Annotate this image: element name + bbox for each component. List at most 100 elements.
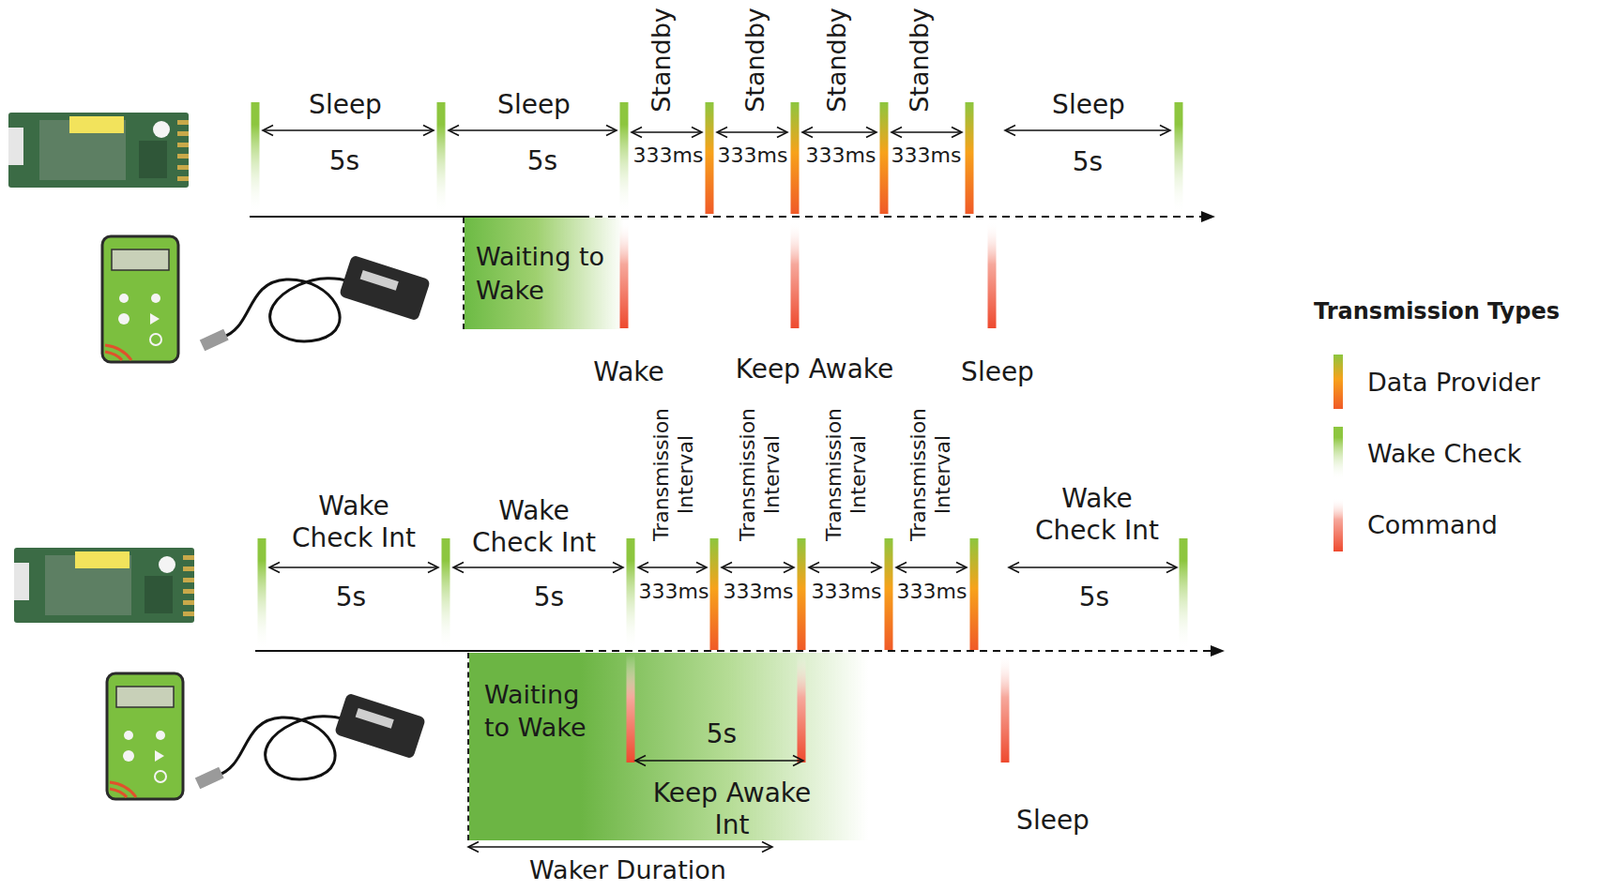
transmitter-board [144, 576, 173, 614]
interval-arrow [638, 566, 707, 569]
interval-arrow [453, 566, 624, 569]
band-text: Waiting to Wake [475, 240, 617, 306]
transmitter-board [69, 116, 124, 134]
usb-base-station [195, 767, 225, 791]
timing-label: 333ms [811, 579, 883, 605]
command-bar [988, 221, 997, 329]
handheld-reader [102, 236, 179, 363]
timing-label: 5s [329, 145, 360, 178]
legend-swatch [1333, 354, 1343, 552]
timing-label: Standby [904, 7, 935, 113]
handheld-reader [151, 293, 161, 304]
handheld-reader [106, 673, 183, 800]
handheld-reader [105, 345, 132, 361]
waiting-band: Waiting to Wake [462, 217, 625, 330]
usb-base-station [199, 329, 229, 352]
handheld-reader [123, 731, 134, 741]
interval-arrow [448, 129, 617, 132]
command-bar [620, 221, 629, 329]
handheld-reader [150, 334, 162, 346]
data-provider-bar [884, 538, 894, 651]
interval-arrow [808, 566, 882, 569]
timing-label: Sleep [497, 89, 571, 122]
interval-arrow [262, 130, 1177, 848]
wake-check-bar [258, 538, 267, 651]
legend-text: Data Provider [1367, 367, 1540, 398]
interval-arrow [891, 131, 962, 134]
handheld-reader [155, 731, 166, 741]
interval-arrow [721, 566, 794, 569]
transmitter-board [182, 589, 195, 595]
wake-check-bar [251, 102, 1189, 651]
handheld-reader [119, 293, 129, 304]
timing-label: Standby [740, 7, 771, 113]
handheld-reader [102, 236, 179, 363]
wake-check-bar [1179, 538, 1189, 651]
transmitter-board [8, 127, 24, 166]
wake-check-bar [251, 102, 260, 214]
timing-label: 333ms [723, 579, 794, 605]
timing-label: Keep Awake Int [647, 777, 817, 841]
interval-arrow [1008, 566, 1177, 569]
transmitter-board [177, 176, 189, 182]
handheld-reader [154, 771, 167, 783]
timing-label: 333ms [717, 143, 789, 168]
data-provider-bar [880, 102, 889, 214]
legend-swatch [1333, 498, 1343, 552]
timing-label: 5s [335, 581, 366, 614]
transmitter-board [75, 551, 130, 569]
handheld-reader [122, 750, 135, 762]
transmitter-board [177, 131, 189, 137]
handheld-reader [116, 686, 174, 708]
timing-label: Standby [822, 7, 853, 113]
transmitter-board [177, 120, 189, 125]
transmitter-board [182, 555, 195, 561]
legend-swatch [1333, 354, 1343, 410]
transmitter-board [14, 563, 30, 601]
handheld-reader [111, 249, 169, 271]
timing-label: 5s [533, 581, 564, 614]
transmitter-board [182, 566, 195, 572]
handheld-reader [105, 351, 122, 361]
time-axis [249, 216, 1213, 652]
transmitter-board [8, 112, 189, 188]
transmitter-board [182, 611, 195, 617]
interval-arrow [468, 846, 773, 849]
band-text: Waiting to Wake [484, 678, 602, 745]
data-provider-bar [705, 102, 979, 651]
timing-label: 333ms [639, 579, 710, 605]
transmitter-board [182, 555, 195, 617]
transmitter-board [138, 140, 168, 179]
transmitter-board [177, 165, 189, 170]
interval-arrow [1005, 129, 1171, 132]
handheld-reader [109, 782, 137, 798]
timing-label: Waker Duration [529, 855, 727, 886]
timing-label: Sleep [1051, 89, 1126, 122]
timing-label: Sleep [308, 89, 382, 122]
timing-label: Wake [593, 356, 665, 389]
timing-label: 5s [527, 145, 558, 178]
transmitter-board [8, 112, 189, 188]
data-provider-bar [791, 102, 800, 214]
timing-label: Wake Check Int [463, 495, 605, 559]
time-axis [255, 650, 573, 653]
interval-arrow [635, 760, 804, 762]
timing-label: Keep Awake [735, 353, 895, 386]
timing-label: 5s [706, 718, 737, 751]
transmitter-board [14, 548, 195, 624]
timing-label: Transmission Interval [649, 395, 700, 555]
legend-swatch [1333, 426, 1343, 481]
transmitter-board [182, 600, 195, 606]
time-axis [249, 215, 582, 218]
command-bar [1001, 654, 1010, 763]
timing-label: Sleep [960, 356, 1035, 389]
handheld-reader [106, 673, 183, 800]
timing-label: Wake Check Int [1026, 483, 1168, 547]
wake-check-bar [626, 538, 636, 651]
timing-label: 5s [1079, 581, 1110, 614]
transmitter-board [158, 556, 176, 574]
wake-check-bar [1174, 102, 1184, 214]
data-provider-bar [797, 538, 807, 651]
legend-text: Wake Check [1367, 439, 1522, 470]
